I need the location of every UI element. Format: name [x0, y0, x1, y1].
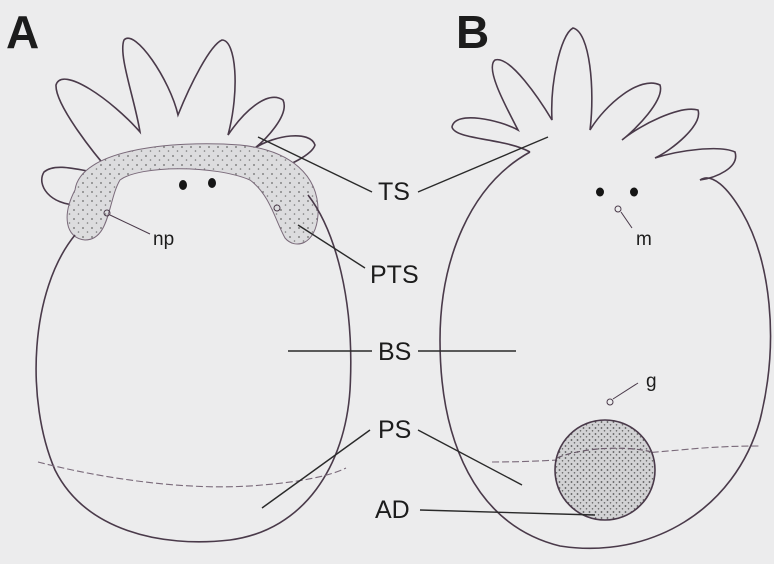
panel-letter-a: A [6, 6, 39, 58]
g-leader [613, 383, 638, 399]
larva-b-tentacles [452, 28, 736, 180]
ps-leader-a [262, 430, 370, 508]
pts-leader [298, 225, 365, 268]
larva-b-eye-left [596, 188, 604, 197]
larva-a-eye-right [208, 178, 216, 188]
label-ad: AD [375, 496, 410, 524]
larva-b-g-marker [607, 399, 613, 405]
larva-a: np [36, 38, 351, 542]
label-g: g [646, 371, 657, 392]
ts-leader-b [418, 137, 548, 192]
label-ts: TS [378, 178, 410, 206]
larva-a-ciliary-band [67, 144, 318, 244]
np-leader [110, 215, 150, 234]
larva-b-mouth [615, 206, 621, 212]
larva-a-body [36, 195, 351, 542]
panel-letter-b: B [456, 6, 489, 58]
larva-a-posterior-boundary [38, 462, 346, 487]
label-pts: PTS [370, 261, 419, 289]
larva-b-ad-sphere [555, 420, 655, 520]
label-ps: PS [378, 416, 411, 444]
label-bs: BS [378, 338, 411, 366]
m-leader [621, 212, 632, 228]
ad-leader [420, 510, 595, 515]
larva-b: m g [440, 28, 770, 548]
label-np: np [153, 229, 174, 250]
label-m: m [636, 229, 652, 250]
larva-b-eye-right [630, 188, 638, 197]
larva-a-eye-left [179, 180, 187, 190]
